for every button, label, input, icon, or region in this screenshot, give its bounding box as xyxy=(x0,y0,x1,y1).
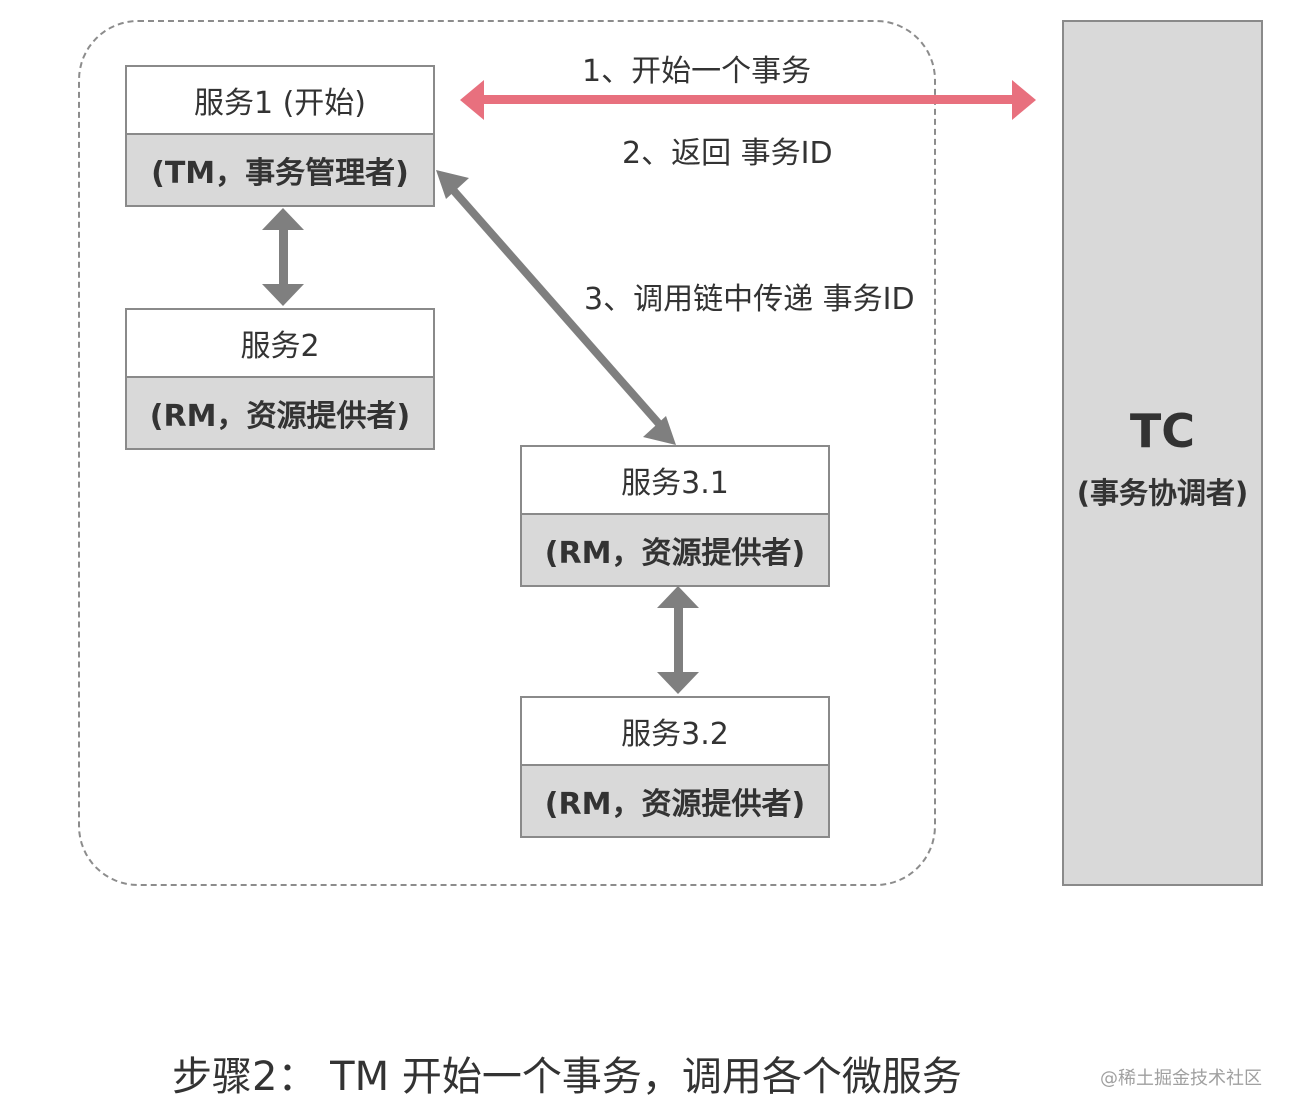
tc-box: TC (事务协调者) xyxy=(1062,20,1263,886)
service-3-2-box: 服务3.2 (RM，资源提供者) xyxy=(520,696,830,838)
service-2-name: 服务2 xyxy=(127,310,433,376)
service-2-box: 服务2 (RM，资源提供者) xyxy=(125,308,435,450)
step-2-label: 2、返回 事务ID xyxy=(622,136,833,171)
microservice-group-frame xyxy=(78,20,936,886)
service-1-box: 服务1 (开始) (TM，事务管理者) xyxy=(125,65,435,207)
step-3-label: 3、调用链中传递 事务ID xyxy=(584,282,915,317)
service-1-role: (TM，事务管理者) xyxy=(127,133,433,205)
tm-tc-double-arrow xyxy=(460,80,1036,120)
service1-service2-double-arrow xyxy=(262,208,304,306)
service-3-2-role: (RM，资源提供者) xyxy=(522,764,828,836)
service1-service3-1-double-arrow xyxy=(436,170,676,445)
step-1-label: 1、开始一个事务 xyxy=(582,54,812,89)
service-3-2-name: 服务3.2 xyxy=(522,698,828,764)
service3-1-service3-2-double-arrow xyxy=(657,586,699,694)
service-3-1-name: 服务3.1 xyxy=(522,447,828,513)
figure-caption: 步骤2： TM 开始一个事务，调用各个微服务 xyxy=(172,1054,962,1100)
service-1-name: 服务1 (开始) xyxy=(127,67,433,133)
service-3-1-role: (RM，资源提供者) xyxy=(522,513,828,585)
service-3-1-box: 服务3.1 (RM，资源提供者) xyxy=(520,445,830,587)
watermark: @稀土掘金技术社区 xyxy=(1100,1068,1262,1089)
service-2-role: (RM，资源提供者) xyxy=(127,376,433,448)
tc-subtitle: (事务协调者) xyxy=(1076,476,1249,510)
tc-title: TC xyxy=(1129,404,1196,458)
